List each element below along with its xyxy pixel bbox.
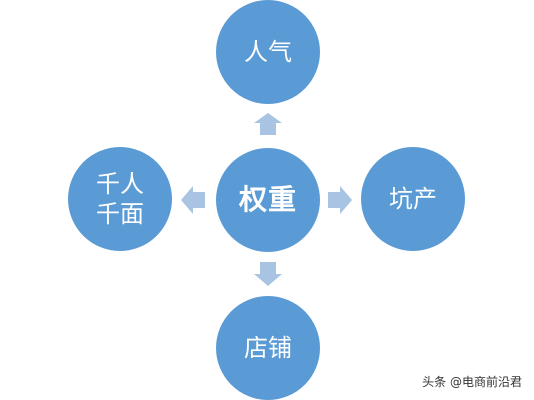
- node-output: 坑产: [361, 147, 465, 251]
- node-popularity-label: 人气: [244, 38, 292, 66]
- node-personalization-label: 千人 千面: [96, 169, 144, 229]
- node-popularity: 人气: [216, 0, 320, 104]
- arrow-down: [254, 262, 282, 286]
- arrow-right: [328, 186, 352, 214]
- node-store: 店铺: [216, 296, 320, 400]
- arrow-left: [181, 186, 205, 214]
- watermark: 头条 @电商前沿君: [422, 375, 522, 389]
- node-weight: 权重: [216, 148, 320, 252]
- node-output-label: 坑产: [389, 185, 437, 213]
- arrow-up: [254, 113, 282, 135]
- node-store-label: 店铺: [244, 334, 292, 362]
- node-personalization: 千人 千面: [68, 147, 172, 251]
- node-personalization-line1: 千人: [96, 170, 144, 198]
- node-personalization-line2: 千面: [96, 200, 144, 228]
- node-weight-label: 权重: [238, 183, 297, 216]
